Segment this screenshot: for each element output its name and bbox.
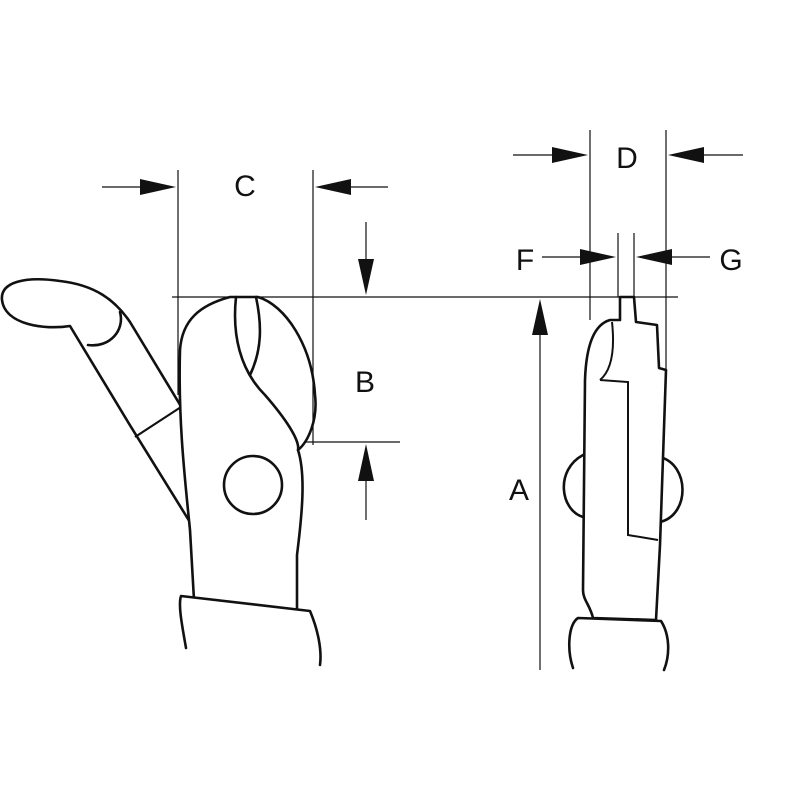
side-view <box>562 295 684 672</box>
front-jaw-right-edge <box>248 295 262 377</box>
front-upper-handle-band <box>134 406 182 438</box>
side-body <box>581 295 668 622</box>
side-left-lobe <box>562 453 585 519</box>
front-upper-handle-grip-end <box>86 310 123 347</box>
dim-g-arrow <box>636 249 672 265</box>
front-head-body <box>178 295 317 612</box>
label-g: G <box>719 244 742 277</box>
dim-b-top-arrow <box>358 259 374 295</box>
front-view <box>0 278 322 667</box>
front-lower-handle-sleeve <box>178 594 322 667</box>
side-blade-inner <box>599 321 659 541</box>
dimension-lines <box>102 130 743 670</box>
label-c: C <box>234 170 256 203</box>
label-f: F <box>516 244 534 277</box>
dim-d-right-arrow <box>668 147 704 163</box>
dim-c-left-arrow <box>140 179 176 195</box>
label-d: D <box>616 142 638 175</box>
dim-b-bottom-arrow <box>358 444 374 481</box>
dim-a-arrow <box>532 299 548 335</box>
dim-f-arrow <box>580 249 616 265</box>
front-jaw-left-edge <box>233 295 300 452</box>
front-pivot-circle <box>222 454 284 516</box>
front-upper-handle <box>0 278 195 529</box>
side-lower-handle-sleeve <box>568 616 670 672</box>
label-a: A <box>509 474 529 507</box>
dimension-labels: C B A D F G <box>234 142 743 507</box>
label-b: B <box>355 366 375 399</box>
dim-d-left-arrow <box>552 147 588 163</box>
dim-c-right-arrow <box>315 179 351 195</box>
side-right-lobe <box>658 455 684 524</box>
